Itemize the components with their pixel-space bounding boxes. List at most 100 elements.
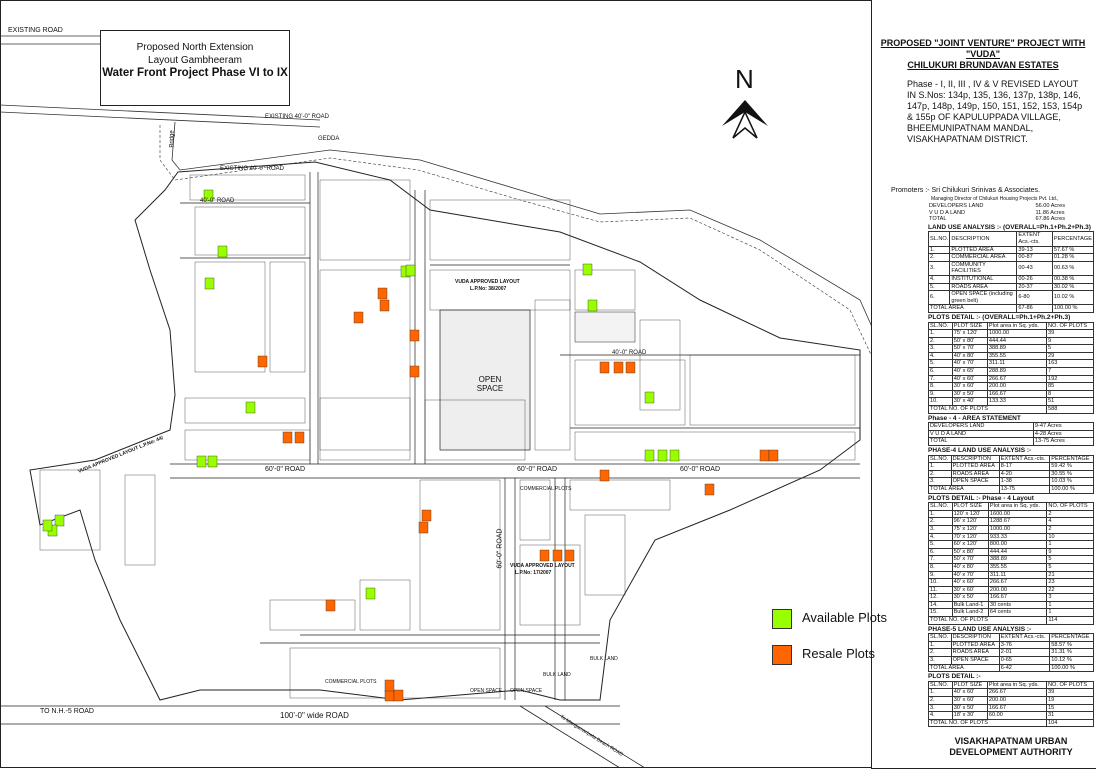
plots-overall-cell: 7. <box>928 374 953 384</box>
plots-overall-cell: 40' x 70' <box>951 359 988 369</box>
phase5-land-use-cell: ROADS AREA <box>950 648 1000 658</box>
land-use-overall-cell: 10.02 % <box>1051 290 1095 306</box>
available-plot <box>582 263 593 276</box>
available-plot <box>644 391 655 404</box>
title-line1: Proposed North Extension <box>136 42 254 53</box>
resale-plot <box>409 329 420 342</box>
plots-overall-cell: 288.89 <box>986 367 1048 376</box>
phase5-land-use-cell: OPEN SPACE <box>950 656 1000 665</box>
resale-plot <box>384 679 395 692</box>
legend-resale-label: Resale Plots <box>802 646 875 661</box>
promoters-line2: Managing Director of Chilukuri Housing P… <box>931 196 1059 202</box>
land-use-overall-title: LAND USE ANALYSIS :- (OVERALL=Ph.1+Ph.2+… <box>928 223 1091 231</box>
road-label-bridge: Bridge <box>169 130 176 148</box>
open-space-label-2: OPEN SPACE <box>470 688 503 694</box>
land-use-overall-cell: PLOTTED AREA <box>949 245 1018 255</box>
plots-overall-cell: 163 <box>1046 359 1094 369</box>
land-summary-cell: 67.86 Acres <box>1035 216 1065 223</box>
phase4-plots-cell: 21 <box>1046 570 1094 580</box>
plots-overall-cell: 9 <box>1046 336 1094 346</box>
phase4-plots-header-cell: NO. OF PLOTS <box>1046 502 1094 511</box>
phase5-land-use-cell: PLOTTED AREA <box>950 640 1000 650</box>
road-label-60-a: 60'-0" ROAD <box>265 466 306 473</box>
land-use-overall-cell: 57.67 % <box>1051 245 1095 255</box>
phase4-plots-cell: 40' x 60' <box>951 578 989 587</box>
road-label-existing-40-2: EXISTING 40'-0" ROAD <box>220 166 284 172</box>
phase4-plots-cell: 70' x 120' <box>951 532 989 542</box>
vuda-approved-label-2: VUDA APPROVED LAYOUT <box>510 563 575 569</box>
phase4-plots-cell: 96' x 120' <box>951 517 989 526</box>
resale-plot <box>353 311 364 324</box>
phase4-plots-cell: 4 <box>1046 517 1094 526</box>
phase4-plots-cell: 10. <box>928 578 953 587</box>
phase5-plots-cell: 166.67 <box>986 703 1048 713</box>
plots-overall-cell: 8. <box>928 382 953 391</box>
phase4-plots-cell: 1. <box>928 509 953 519</box>
phase5-plots-cell: 1. <box>928 688 953 697</box>
resale-plot <box>418 521 429 534</box>
resale-plot <box>384 689 395 702</box>
plots-overall-cell: 444.44 <box>986 336 1048 346</box>
phase5-plots-header-cell: Plot area in Sq. yds. <box>986 680 1048 690</box>
phase4-plots-cell: 40' x 70' <box>951 570 989 580</box>
resale-plot <box>294 431 305 444</box>
plots-overall-header-cell: Plot area in Sq. yds. <box>986 321 1048 331</box>
phase4-plots-cell: 200.00 <box>987 585 1048 595</box>
phase4-plots-cell: 5 <box>1046 562 1094 572</box>
plots-overall-cell: 2. <box>928 336 953 346</box>
vuda-lp-label-2: L.P.No: 17/2007 <box>515 570 552 576</box>
phase4-plots-cell: 64 cents <box>987 608 1048 618</box>
phase4-plots-cell: 2 <box>1046 524 1094 534</box>
phase4-plots-cell: 166.67 <box>987 593 1048 602</box>
phase5-land-use-header-cell: DESCRIPTION <box>950 633 1000 642</box>
plots-overall-cell: 30' x 60' <box>951 382 988 391</box>
land-use-overall-cell: 00-43 <box>1016 260 1053 276</box>
phase5-land-use-cell: 3-76 <box>998 640 1051 650</box>
available-plot <box>365 587 376 600</box>
phase5-plots-cell: 39 <box>1046 688 1094 697</box>
plots-overall-cell: 9. <box>928 389 953 399</box>
phase4-area-cell: 9-47 Acres <box>1032 422 1095 431</box>
phase4-area-total-cell: TOTAL <box>928 437 1034 446</box>
land-use-overall-cell: 00.38 % <box>1051 274 1095 284</box>
resale-plot <box>759 449 770 462</box>
plots-overall-cell: 200.00 <box>986 382 1048 391</box>
vuda-approved-label-1: VUDA APPROVED LAYOUT <box>455 279 520 285</box>
resale-plot <box>325 599 336 612</box>
available-plot <box>657 449 668 462</box>
legend-available-swatch <box>772 609 792 629</box>
plots-overall-cell: 39 <box>1046 329 1094 338</box>
land-use-overall-cell: 30.02 % <box>1051 282 1095 292</box>
title-line2: Layout Gambheeram <box>148 55 242 66</box>
available-plot <box>203 189 214 202</box>
phase4-plots-cell: 5. <box>928 540 953 549</box>
title-box: Proposed North Extension Layout Gambheer… <box>100 30 290 106</box>
plots-overall-cell: 5 <box>1046 344 1094 353</box>
phase4-plots-cell: 30' x 50' <box>951 593 989 602</box>
road-label-existing-40: EXISTING 40'-0" ROAD <box>265 114 329 120</box>
